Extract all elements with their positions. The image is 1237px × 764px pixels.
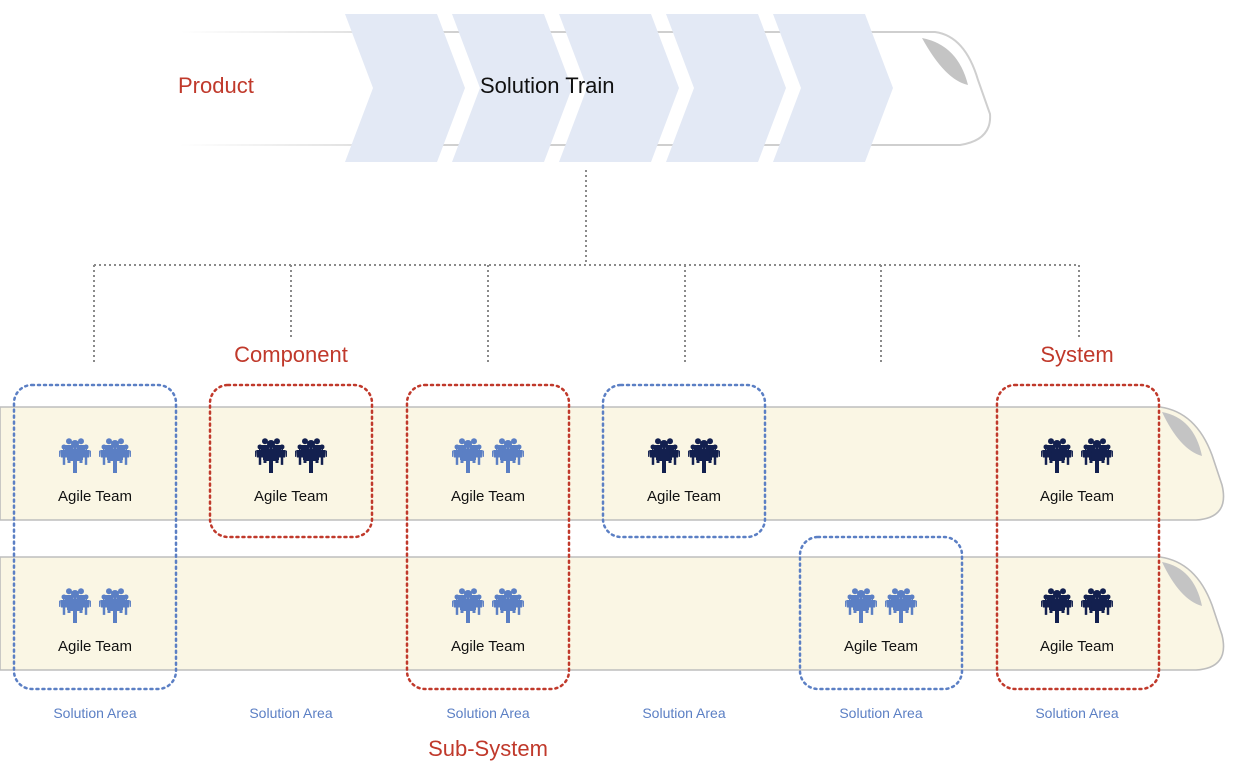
- agile-team: Agile Team: [451, 438, 525, 505]
- agile-team-label: Agile Team: [451, 638, 525, 655]
- agile-team-label: Agile Team: [844, 638, 918, 655]
- outline-area-4: [601, 383, 767, 539]
- rail-row-1: [0, 406, 1225, 521]
- agile-team-label: Agile Team: [58, 488, 132, 505]
- rail-row-1-nose: [1162, 412, 1202, 456]
- product-label: Product: [178, 73, 254, 98]
- solution-area-label: Solution Area: [53, 705, 136, 721]
- rail-row-2-nose: [1162, 562, 1202, 606]
- solution-train-title: Solution Train: [480, 73, 615, 98]
- top-train-nose: [922, 38, 968, 85]
- rail-row-2: [0, 556, 1225, 671]
- agile-team: Agile Team: [254, 438, 328, 505]
- agile-team: Agile Team: [58, 588, 132, 655]
- outline-subsystem: [405, 383, 571, 691]
- areas-layer: Solution Area Solution Area Solution Area S…: [53, 705, 1118, 721]
- solution-area-label: Solution Area: [446, 705, 529, 721]
- outline-area-5: [798, 535, 964, 691]
- top-train: Product Solution Train: [178, 14, 992, 162]
- solution-area-label: Solution Area: [1035, 705, 1118, 721]
- subsystem-label: Sub-System: [428, 736, 548, 761]
- agile-team-label: Agile Team: [1040, 638, 1114, 655]
- agile-team-label: Agile Team: [647, 488, 721, 505]
- agile-team: Agile Team: [1040, 588, 1114, 655]
- component-label: Component: [234, 342, 348, 367]
- chevrons: [345, 14, 893, 162]
- connector-tree: [93, 170, 1080, 365]
- agile-team: Agile Team: [844, 588, 918, 655]
- agile-team-label: Agile Team: [451, 488, 525, 505]
- outline-area-1: [12, 383, 178, 691]
- outline-component: [208, 383, 374, 539]
- agile-team: Agile Team: [451, 588, 525, 655]
- agile-team: Agile Team: [647, 438, 721, 505]
- agile-team: Agile Team: [1040, 438, 1114, 505]
- agile-team-label: Agile Team: [58, 638, 132, 655]
- agile-team: Agile Team: [58, 438, 132, 505]
- solution-area-label: Solution Area: [249, 705, 332, 721]
- solution-area-label: Solution Area: [839, 705, 922, 721]
- system-label: System: [1040, 342, 1113, 367]
- agile-team-label: Agile Team: [254, 488, 328, 505]
- outline-system: [995, 383, 1161, 691]
- agile-team-label: Agile Team: [1040, 488, 1114, 505]
- solution-area-label: Solution Area: [642, 705, 725, 721]
